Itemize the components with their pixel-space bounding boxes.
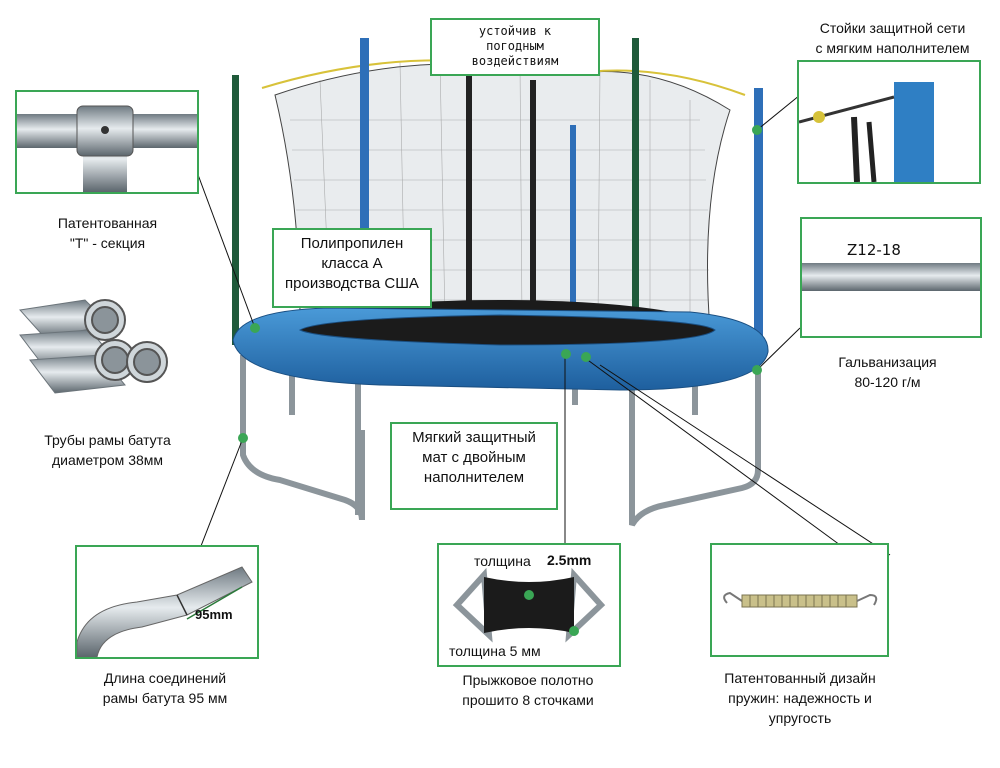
marker-dots [238,125,762,443]
soft-mat-callout: Мягкий защитный мат с двойным наполнител… [390,422,558,510]
leader-lines [179,94,891,601]
mat-sewn-label: Прыжковое полотно прошито 8 сточками [462,672,594,708]
joint-length-label: Длина соединений рамы батута 95 мм [102,670,228,706]
springs-inset [710,543,889,657]
polypropylene-callout: Полипропилен класса А производства США [272,228,432,308]
thickness-bottom-label: толщина 5 мм [449,643,541,659]
net-posts-inset [797,60,981,184]
frame-tubes-inset [15,290,195,410]
joint-size-text: 95mm [195,607,233,622]
springs-label: Патентованный дизайн пружин: надежность … [724,670,876,726]
t-section-inset [15,90,199,194]
joint-length-inset: 95mm [75,545,259,659]
t-section-label: Патентованная "T" - секция [57,215,158,251]
frame-tubes-label: Трубы рамы батута диаметром 38мм [44,432,171,468]
tube-marking-text: Z12-18 [847,241,901,259]
net-posts-label: Стойки защитной сети с мягким наполнител… [815,20,970,56]
net-posts [232,38,763,358]
galvanization-label: Гальванизация 80-120 г/м [838,354,937,390]
thickness-top-label: толщина [474,553,531,569]
galvanization-inset: Z12-18 [800,217,982,338]
thickness-top-value: 2.5mm [547,552,592,568]
weather-callout: устойчив к погодным воздействиям [430,18,600,76]
mat-sewn-inset: толщина 2.5mm толщина 5 мм [437,543,621,667]
padding-ring [232,307,769,391]
